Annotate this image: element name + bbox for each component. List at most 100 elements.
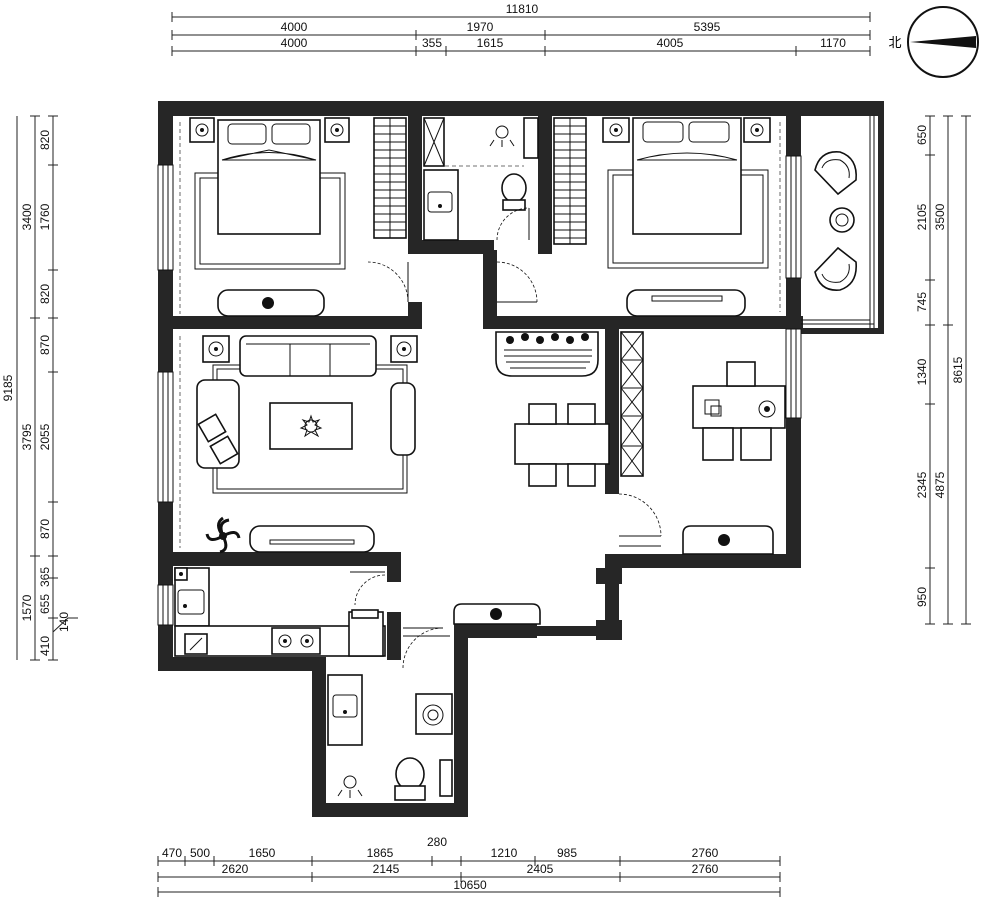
wall-bed2-right-a [786,116,801,156]
dim-left-r1-1: 3795 [20,423,34,450]
dim-top-r1-0: 4000 [281,20,308,34]
dim-left-extra: 140 [57,612,71,632]
dim-left-r2-7: 655 [38,594,52,614]
dim-right-r1-0: 650 [915,125,929,145]
dim-left-r1-2: 1570 [20,594,34,621]
dim-bottom-r2-0: 2620 [222,862,249,876]
wall-kitchen-right-a [387,552,401,582]
kitchen-furniture [174,567,386,657]
dining-chair-4 [567,463,596,487]
tv-cabinet-bed2 [626,289,746,317]
dim-left-r2-8: 410 [38,636,52,656]
tv-bed1-icon [262,297,274,309]
bed-1 [217,119,321,235]
dim-right-r2-2: 4875 [933,471,947,498]
dim-right-r2-1: 8615 [951,356,965,383]
door-bed1[interactable] [367,261,409,303]
balcony-chair-2 [814,246,857,291]
study-bookshelf [620,331,644,477]
compass-needle [910,36,976,48]
study-book-icon [704,399,720,415]
wall-bath2-right [454,624,468,817]
compass-label: 北 [888,36,901,51]
bathroom-1-furniture [423,117,539,241]
right-dimensions: 650 2105 745 1340 2345 950 3500 8615 487… [915,115,971,625]
wall-kitchen-bottom [158,657,326,671]
door-study[interactable] [618,493,662,537]
balcony-chair-1 [814,151,857,196]
entry-cabinet [453,603,541,625]
wall-bed1-right [408,116,422,254]
dim-top-r1-2: 5395 [694,20,721,34]
dim-left-r2-3: 870 [38,335,52,355]
wall-bed1-bottom [173,316,420,329]
wall-bath2-left [312,657,326,817]
dim-right-r1-3: 1340 [915,358,929,385]
dim-right-r1-1: 2105 [915,203,929,230]
wall-kitchen-top [173,552,400,566]
tv-cabinet-living [249,525,375,553]
bedroom-1-furniture [189,117,409,317]
dim-bottom-r1-2: 1650 [249,846,276,860]
wall-living-bottom-a [454,624,537,638]
study-chair-2 [740,427,772,461]
wall-bed2-left [538,116,552,254]
bed-2 [632,117,742,235]
wall-living-right [605,568,619,638]
dim-left-r2-2: 820 [38,284,52,304]
dim-left-r2-4: 2055 [38,423,52,450]
bath1-toilet [501,173,527,203]
wall-bed2-bottom [483,316,803,329]
bath2-sink [332,694,358,718]
bedroom-2-furniture [496,117,771,317]
wall-kitchen-right-b [387,612,401,660]
bath2-washing-machine [415,693,453,735]
dim-top-r2-3: 4005 [657,36,684,50]
bath1-shower-icon [489,125,515,147]
study-desk [692,385,786,429]
pillow-left [227,123,267,145]
dim-bottom-r2-2: 2405 [527,862,554,876]
flower-icon [299,414,323,438]
balcony-furniture [814,151,857,291]
bath2-shower-icon [337,775,363,798]
study-chair-1 [702,427,734,461]
kitchen-fridge [348,611,384,657]
dim-bottom-total: 10650 [453,878,487,892]
dining-furniture [495,331,610,487]
dim-top-r2-0: 4000 [281,36,308,50]
door-bed2[interactable] [496,261,538,303]
fan-icon [205,516,241,554]
door-kitchen[interactable] [354,574,386,606]
ottoman-right [390,382,416,456]
left-dimensions: 9185 3400 3795 1570 820 1760 820 870 205… [1,115,78,661]
bottom-dimensions: 470 500 1650 1865 1210 985 2760 280 2620… [157,835,781,897]
kitchen-sink [177,589,205,615]
wall-balcony-bottom [800,328,884,334]
dim-bottom-extra: 280 [427,835,447,849]
window-living [157,371,174,503]
pillow-right [271,123,311,145]
dim-top-r2-1: 355 [422,36,442,50]
wall-study-left [605,329,619,494]
dining-chair-1 [528,403,557,425]
wall-bath1-bottom [422,240,494,254]
dim-left-r2-6: 365 [38,567,52,587]
dim-bottom-r1-6: 2760 [692,846,719,860]
wall-study-right [786,418,801,568]
bath1-toilet-tank [502,199,526,211]
dim-top-total: 11810 [506,2,539,16]
door-bath1[interactable] [496,207,530,241]
dim-left-r2-1: 1760 [38,203,52,230]
kitchen-stove [271,627,321,655]
door-bath2[interactable] [402,627,444,669]
dim-top-r2-4: 1170 [820,36,846,50]
top-dimensions: 11810 4000 1970 5395 4000 355 1615 4005 … [171,2,871,56]
dim-bottom-r1-3: 1865 [367,846,394,860]
dim-right-r1-2: 745 [915,292,929,312]
dim-left-r2-5: 870 [38,519,52,539]
study-chair-top [726,361,756,387]
study-furniture [618,331,786,555]
wall-study-bottom [605,554,801,568]
